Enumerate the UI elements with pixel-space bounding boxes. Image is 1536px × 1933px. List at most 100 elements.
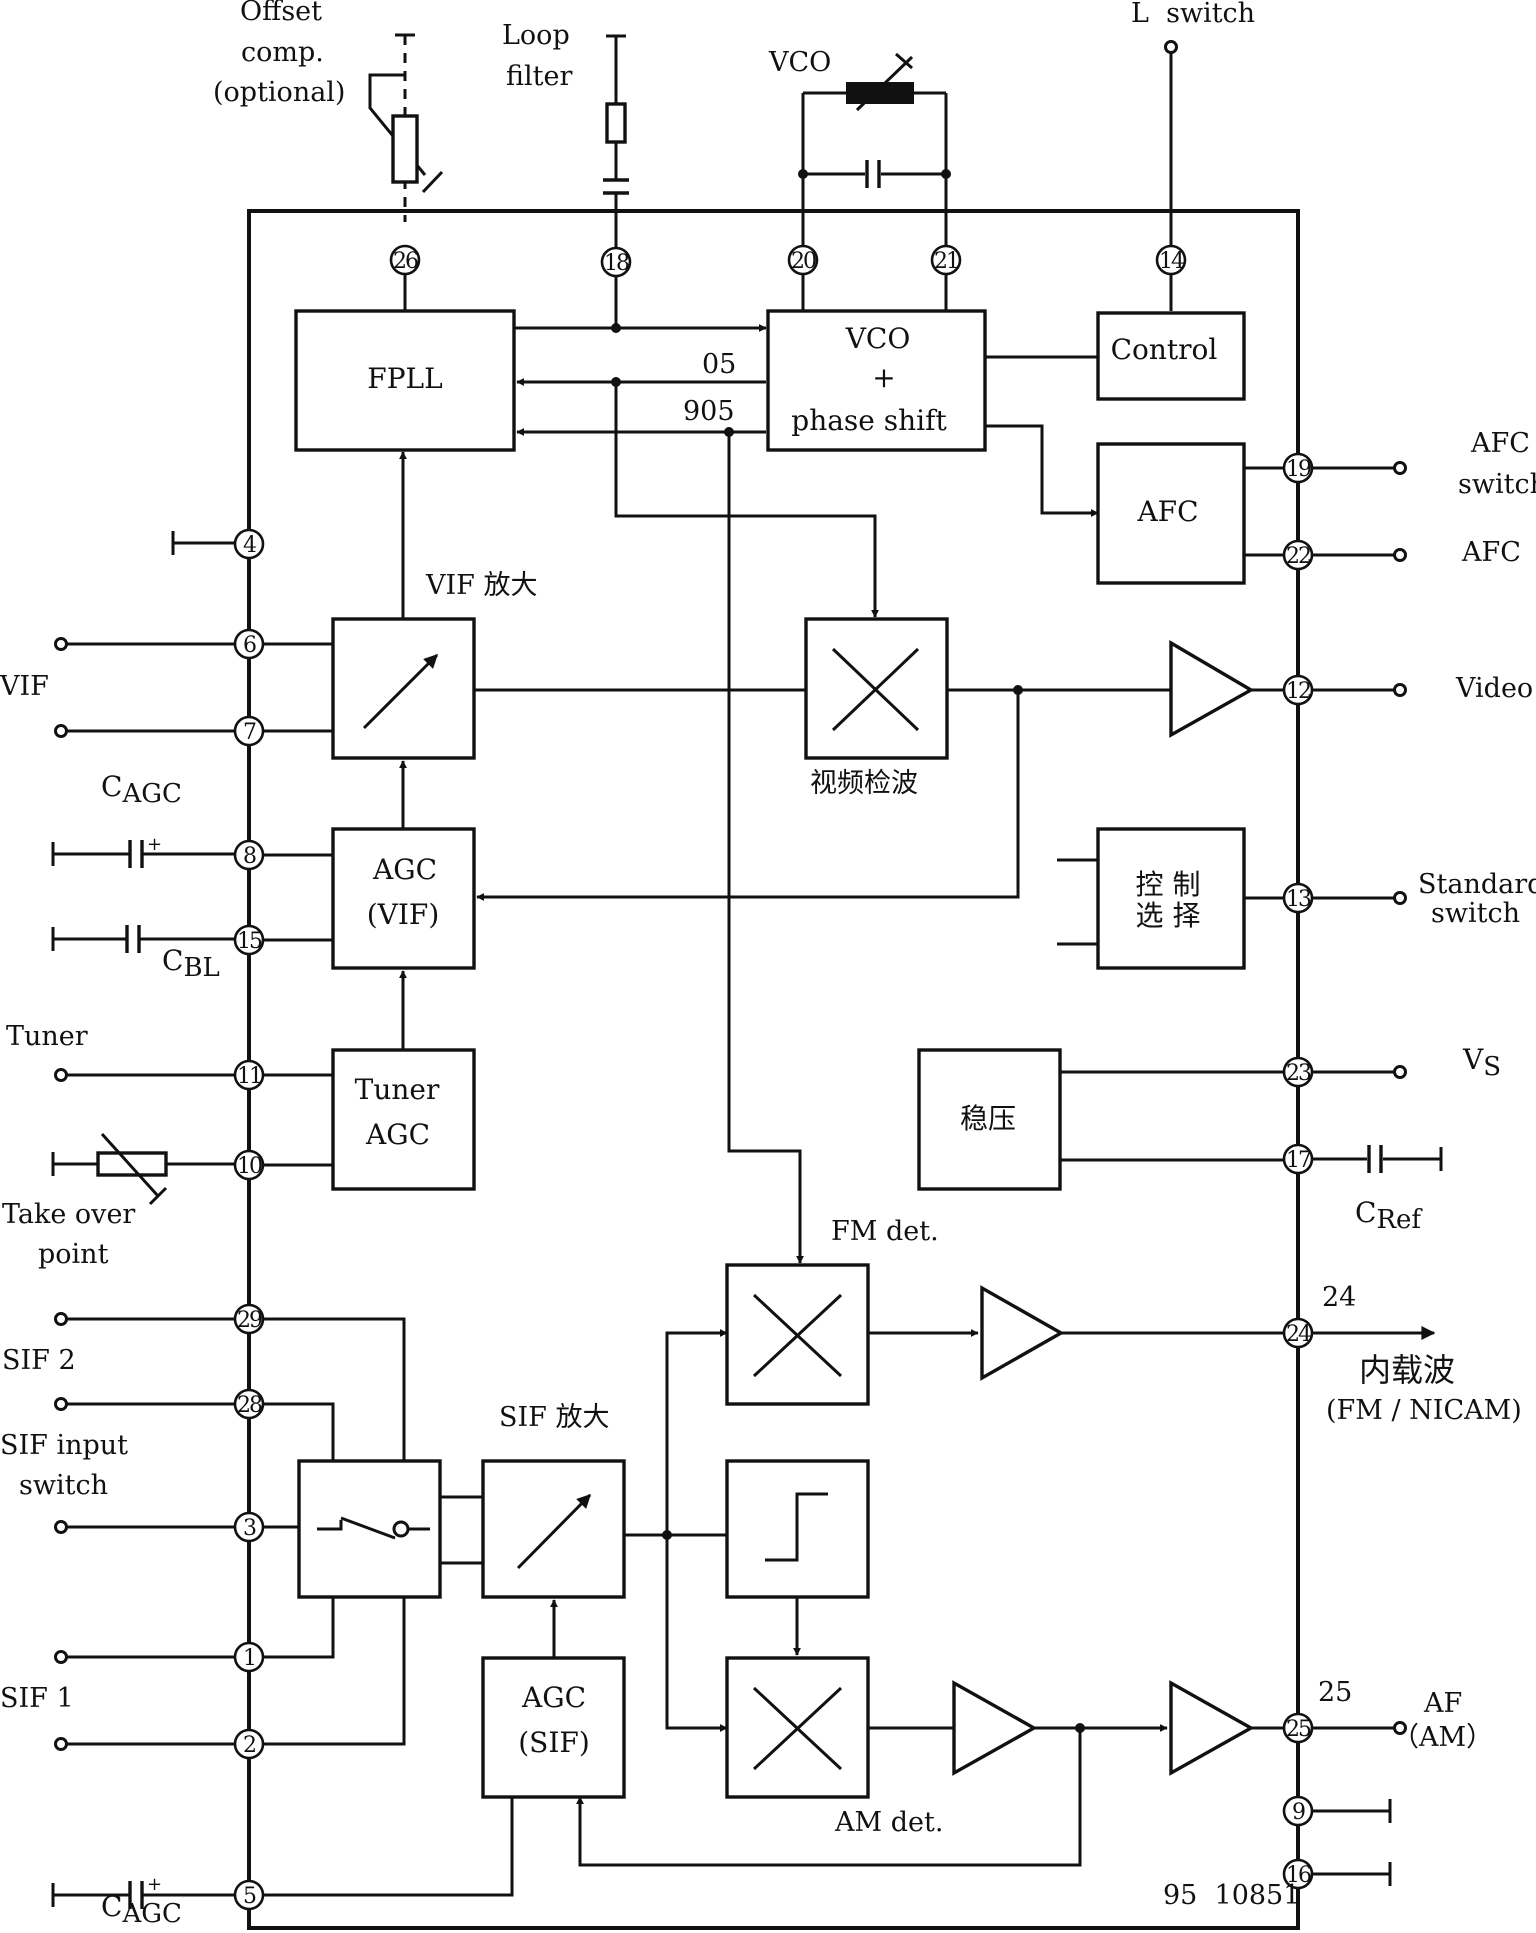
pin-13: 13 [1282, 882, 1314, 914]
cagc-top-label: CAGC [101, 770, 182, 809]
takeover-label-2: point [38, 1239, 109, 1270]
limiter-block [725, 1459, 870, 1599]
am-det-label: AM det. [834, 1807, 943, 1838]
svg-text:7: 7 [243, 720, 256, 745]
vif-label: VIF [0, 671, 49, 702]
pin-5: 5 [233, 1879, 265, 1911]
am-buffer-triangle-2 [1169, 1680, 1255, 1776]
svg-text:AGC: AGC [365, 1118, 430, 1151]
agc-sif-block: AGC (SIF) [481, 1656, 626, 1799]
sif1-label: SIF 1 [0, 1683, 74, 1714]
svg-text:23: 23 [1286, 1061, 1311, 1086]
svg-text:Tuner: Tuner [355, 1073, 440, 1106]
offset-comp-label-1: Offset [240, 0, 322, 27]
pin-28: 28 [233, 1388, 265, 1420]
pin-22: 22 [1282, 539, 1314, 571]
pin-25: 25 [1282, 1712, 1314, 1744]
vco-tank-network [798, 52, 951, 246]
svg-text:14: 14 [1159, 249, 1184, 274]
loop-filter-label-2: filter [506, 61, 572, 92]
svg-text:15: 15 [237, 929, 262, 954]
vco-external-label: VCO [768, 47, 831, 78]
agc-vif-block: AGC (VIF) [331, 827, 476, 970]
pin-6: 6 [233, 628, 265, 660]
pin-16: 16 [1282, 1858, 1314, 1890]
afc-output-label: AFC [1461, 537, 1521, 568]
pin-12: 12 [1282, 674, 1314, 706]
svg-text:12: 12 [1286, 679, 1310, 704]
sif-input-switch-label-2: switch [19, 1470, 108, 1501]
cagc-bot-label: CAGC [101, 1890, 182, 1929]
pin-23: 23 [1282, 1056, 1314, 1088]
regulator-block: 稳压 [917, 1048, 1062, 1191]
svg-text:6: 6 [243, 633, 256, 658]
pin-17: 17 [1282, 1143, 1314, 1175]
phase-90-label: 905 [683, 396, 735, 427]
control-block: Control [1096, 311, 1246, 401]
svg-text:9: 9 [1292, 1800, 1305, 1825]
pin-1: 1 [233, 1641, 265, 1673]
pin-20: 20 [787, 244, 819, 276]
afc-switch-label-2: switch [1458, 469, 1536, 500]
svg-text:Control: Control [1111, 333, 1218, 366]
am-detector-block [725, 1656, 870, 1799]
svg-text:20: 20 [791, 249, 816, 274]
svg-text:13: 13 [1286, 887, 1311, 912]
carrier-label: 内载波 [1359, 1351, 1455, 1389]
pin-3: 3 [233, 1511, 265, 1543]
video-output-label: Video [1455, 673, 1533, 704]
out24-number: 24 [1322, 1282, 1356, 1313]
svg-text:22: 22 [1286, 544, 1310, 569]
out25-number: 25 [1318, 1677, 1352, 1708]
fm-buffer-triangle [980, 1285, 1065, 1381]
pin-18: 18 [600, 246, 632, 278]
fm-detector-block [725, 1263, 870, 1406]
fm-det-label: FM det. [831, 1216, 939, 1247]
pin-10: 10 [233, 1149, 265, 1181]
svg-text:17: 17 [1286, 1148, 1311, 1173]
pin-24: 24 [1282, 1317, 1314, 1349]
offset-comp-label-3: (optional) [213, 77, 345, 108]
svg-text:25: 25 [1286, 1717, 1311, 1742]
cref-label: CRef [1355, 1196, 1423, 1235]
takeover-potentiometer [51, 1132, 235, 1206]
svg-text:(VIF): (VIF) [367, 898, 440, 931]
part-number: 95 10851 [1163, 1880, 1300, 1911]
svg-text:4: 4 [243, 533, 256, 558]
l-switch-label: L switch [1131, 0, 1255, 29]
svg-text:18: 18 [604, 251, 629, 276]
svg-text:控 制: 控 制 [1136, 868, 1201, 901]
loop-filter-network [603, 34, 629, 248]
loop-filter-label-1: Loop [502, 20, 570, 51]
video-detector-block [804, 617, 949, 760]
svg-text:选 择: 选 择 [1136, 899, 1201, 932]
svg-text:24: 24 [1286, 1322, 1311, 1347]
pin-26: 26 [389, 244, 421, 276]
pin-21: 21 [930, 244, 962, 276]
svg-text:phase shift: phase shift [791, 404, 947, 437]
sif-input-switch-block [297, 1459, 442, 1599]
svg-text:28: 28 [237, 1393, 262, 1418]
pin-11: 11 [233, 1059, 265, 1091]
afc-block: AFC [1096, 442, 1246, 585]
tuner-label: Tuner [6, 1021, 88, 1052]
afc-switch-label-1: AFC [1470, 428, 1530, 459]
sif-amp-label: SIF 放大 [499, 1402, 609, 1433]
svg-text:2: 2 [243, 1733, 255, 1758]
svg-text:稳压: 稳压 [960, 1102, 1016, 1135]
video-buffer-triangle [1169, 640, 1255, 738]
svg-text:21: 21 [934, 249, 958, 274]
carrier-sub-label: (FM / NICAM) [1326, 1395, 1522, 1426]
tuner-agc-block: Tuner AGC [331, 1048, 476, 1191]
svg-text:11: 11 [237, 1064, 261, 1089]
pin-8: 8 [233, 839, 265, 871]
svg-text:10: 10 [237, 1154, 262, 1179]
svg-text:AGC: AGC [372, 853, 437, 886]
pin-19: 19 [1282, 452, 1314, 484]
takeover-label-1: Take over [2, 1199, 135, 1230]
af-label-1: AF [1423, 1688, 1462, 1719]
svg-text:1: 1 [243, 1646, 255, 1671]
pin-15: 15 [233, 924, 265, 956]
pin-14: 14 [1155, 244, 1187, 276]
standard-switch-label-1: Standard [1418, 869, 1536, 900]
